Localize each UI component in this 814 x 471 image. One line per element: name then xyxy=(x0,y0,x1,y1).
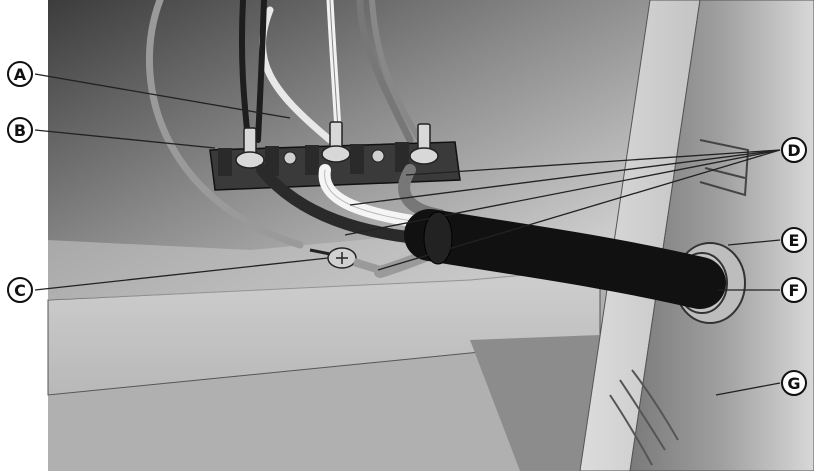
callout-E-label: E xyxy=(789,231,800,250)
callout-D: D xyxy=(782,138,806,162)
callout-E: E xyxy=(782,228,806,252)
callout-A-label: A xyxy=(14,65,27,84)
callout-F-label: F xyxy=(789,281,800,300)
power-cord-end xyxy=(424,212,452,264)
callout-B: B xyxy=(8,118,32,142)
callout-D-label: D xyxy=(787,141,800,160)
callout-F: F xyxy=(782,278,806,302)
callout-G: G xyxy=(782,371,806,395)
callout-G-label: G xyxy=(787,374,800,393)
callout-B-label: B xyxy=(14,121,26,140)
callout-C: C xyxy=(8,278,32,302)
callout-C-label: C xyxy=(14,281,26,300)
callout-A: A xyxy=(8,62,32,86)
